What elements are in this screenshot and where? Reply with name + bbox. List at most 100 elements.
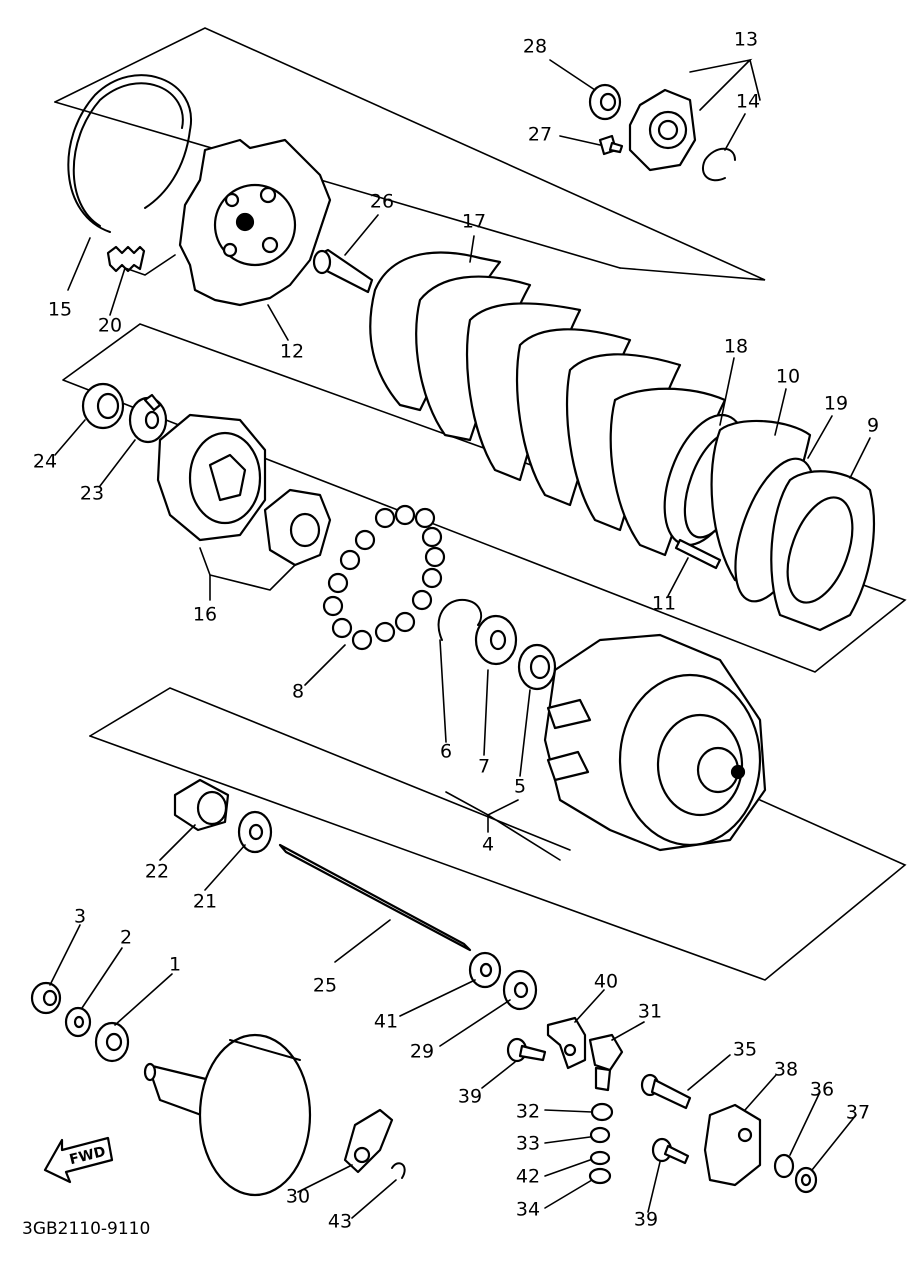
callout-1: 1 [169, 954, 181, 976]
steel-ball [374, 621, 396, 643]
steel-ball [339, 549, 361, 571]
washer-42 [589, 1150, 611, 1166]
primary-driven-gear [156, 413, 332, 567]
bolt-39-lower [651, 1137, 690, 1165]
callout-6: 6 [440, 741, 452, 763]
callout-2: 2 [120, 927, 132, 949]
steel-ball [351, 629, 373, 651]
callout-7: 7 [478, 756, 490, 778]
bracket-38 [703, 1103, 762, 1187]
callout-12: 12 [280, 341, 304, 363]
thrust-washer [474, 614, 518, 666]
callout-43: 43 [328, 1211, 352, 1233]
screw-small [598, 134, 624, 156]
callout-21: 21 [193, 891, 217, 913]
gear-1 [94, 1021, 130, 1063]
circlip-43 [391, 1162, 406, 1179]
callout-37: 37 [846, 1102, 870, 1124]
callout-30: 30 [286, 1186, 310, 1208]
callout-36: 36 [810, 1079, 834, 1101]
circlip-6 [437, 598, 483, 641]
bearing-5 [517, 643, 557, 691]
steel-ball [394, 611, 416, 633]
callout-20: 20 [98, 315, 122, 337]
callout-17: 17 [462, 211, 486, 233]
steel-ball [414, 507, 436, 529]
callout-31: 31 [638, 1001, 662, 1023]
steel-ball [327, 572, 349, 594]
crankshaft-flywheel [143, 1033, 312, 1197]
callout-33: 33 [516, 1133, 540, 1155]
callout-3: 3 [74, 906, 86, 928]
steel-ball [424, 546, 446, 568]
callout-32: 32 [516, 1101, 540, 1123]
leader-lines [49, 58, 871, 1219]
callout-14: 14 [736, 91, 760, 113]
steel-balls [322, 504, 446, 651]
bolt-35 [640, 1073, 692, 1110]
wire-circlip-ring [67, 74, 193, 233]
callout-38: 38 [774, 1059, 798, 1081]
group-box-lower [89, 687, 907, 981]
steel-ball [331, 617, 353, 639]
callout-10: 10 [776, 366, 800, 388]
collar-22 [173, 778, 230, 832]
steel-ball [411, 589, 433, 611]
steel-ball [421, 567, 443, 589]
bracket-40 [546, 1016, 587, 1070]
callout-40: 40 [594, 971, 618, 993]
callout-42: 42 [516, 1166, 540, 1188]
callout-15: 15 [48, 299, 72, 321]
nut-32 [590, 1102, 614, 1122]
callout-18: 18 [724, 336, 748, 358]
group-box-middle [62, 323, 907, 673]
callout-41: 41 [374, 1011, 398, 1033]
callout-28: 28 [523, 36, 547, 58]
callout-16: 16 [193, 604, 217, 626]
pressure-plate [178, 138, 332, 307]
callout-25: 25 [313, 975, 337, 997]
push-lever-30 [343, 1108, 394, 1174]
bearing-28 [588, 83, 622, 121]
steel-ball [394, 504, 416, 526]
clutch-housing [543, 633, 767, 852]
callout-13: 13 [734, 29, 758, 51]
spring-part [106, 245, 146, 273]
washer-41 [468, 951, 502, 989]
callout-8: 8 [292, 681, 304, 703]
lock-washer [128, 393, 168, 444]
callout-29: 29 [410, 1041, 434, 1063]
callout-23: 23 [80, 483, 104, 505]
callout-39: 39 [634, 1209, 658, 1231]
washer-2 [64, 1006, 92, 1038]
diagram-code: 3GB2110-9110 [22, 1219, 150, 1239]
callout-5: 5 [514, 776, 526, 798]
push-rod-long [278, 843, 472, 952]
callout-35: 35 [733, 1039, 757, 1061]
bolt-39-upper [506, 1037, 547, 1063]
steel-ball [421, 526, 443, 548]
bearing-housing [628, 88, 697, 172]
callout-9: 9 [867, 415, 879, 437]
washer-36 [773, 1153, 795, 1179]
callout-26: 26 [370, 191, 394, 213]
callout-11: 11 [652, 593, 676, 615]
lock-nut [81, 382, 125, 430]
push-rod-short [312, 248, 374, 294]
steel-ball [354, 529, 376, 551]
callout-4: 4 [482, 834, 494, 856]
callout-19: 19 [824, 393, 848, 415]
fwd-arrow-icon: FWD [43, 1136, 114, 1184]
nut-3 [30, 981, 62, 1015]
group-box-upper [54, 27, 766, 281]
nut-33 [589, 1126, 611, 1144]
nut-37 [794, 1166, 818, 1194]
plate-stack [369, 251, 876, 632]
callout-39: 39 [458, 1086, 482, 1108]
callout-27: 27 [528, 124, 552, 146]
steel-ball [322, 595, 344, 617]
steel-ball [374, 507, 396, 529]
callout-22: 22 [145, 861, 169, 883]
